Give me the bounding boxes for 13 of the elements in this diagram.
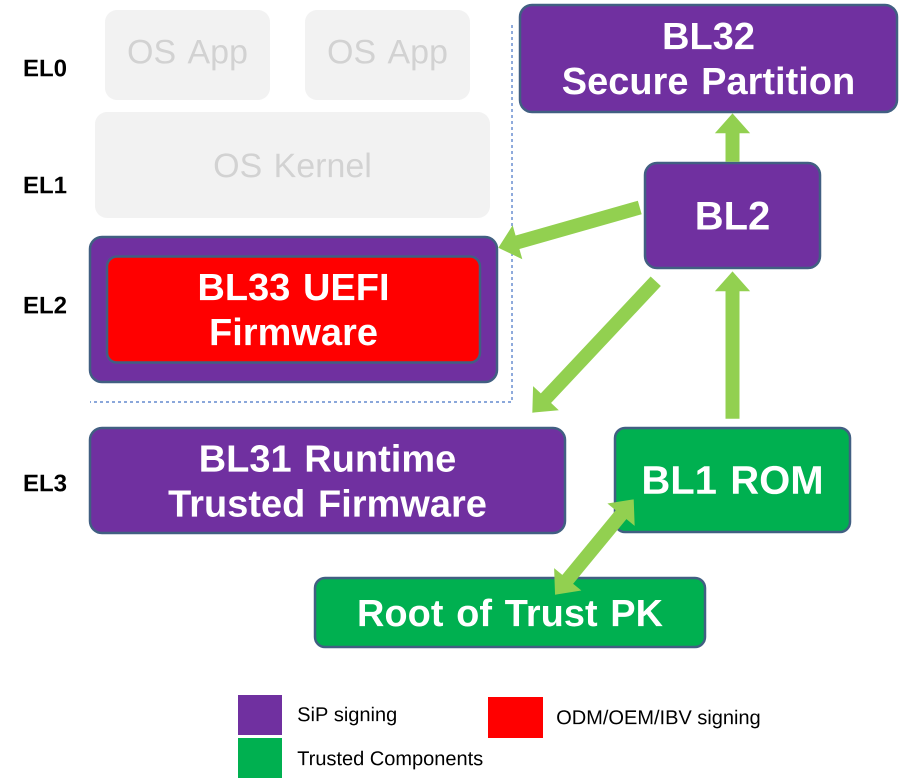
level-label: EL2	[24, 296, 66, 314]
level-label: EL0	[24, 60, 66, 76]
trust-box: Root of Trust PK	[314, 576, 706, 648]
firmware-box: BL2	[644, 162, 822, 270]
level-label: EL1	[24, 176, 66, 194]
legend-label: SiP signing	[298, 706, 396, 726]
firmware-box: BL33 UEFI Firmware	[106, 255, 482, 364]
legend-label: Trusted Components	[298, 750, 482, 770]
legend-label: ODM/OEM/IBV signing	[557, 710, 760, 728]
level-label: EL3	[24, 474, 66, 492]
trust-box: BL1 ROM	[614, 426, 852, 534]
firmware-box: BL32 Secure Partition	[518, 4, 898, 114]
firmware-box: BL31 Runtime Trusted Firmware	[88, 426, 566, 534]
